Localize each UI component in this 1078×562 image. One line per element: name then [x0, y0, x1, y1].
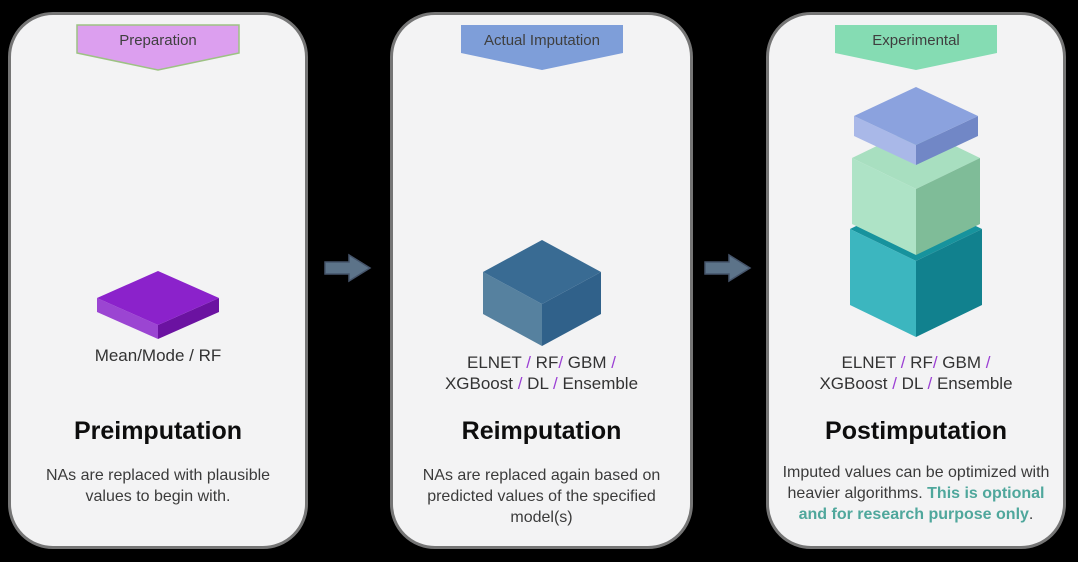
- model-list-line1: ELNET / RF/ GBM /: [467, 353, 616, 372]
- box-right-face: [158, 298, 219, 339]
- stacked-cubes-icon: [850, 87, 982, 337]
- panel-preimputation: Preparation Mean/Mode / RF Preimputation…: [8, 12, 308, 549]
- green-cube-left-face: [852, 158, 916, 255]
- blue-cube-icon: [482, 240, 601, 346]
- banner-label: Actual Imputation: [484, 32, 600, 49]
- panel-postimputation: Experimental ELNET / RF/ GBM / XGBoost / …: [766, 12, 1066, 549]
- blue-slab-right-face: [916, 116, 978, 165]
- banner-label: Preparation: [119, 32, 197, 49]
- model-list-line1: ELNET / RF/ GBM /: [841, 353, 991, 372]
- panel-description: NAs are replaced again based on predicte…: [422, 467, 661, 526]
- right-arrow-icon: [324, 253, 372, 283]
- model-list-line2: XGBoost / DL / Ensemble: [444, 374, 639, 393]
- description-period: .: [1028, 506, 1034, 523]
- model-list: Mean/Mode / RF: [94, 346, 222, 365]
- cube-right-face: [541, 272, 601, 346]
- purple-flat-box-icon: [97, 271, 219, 339]
- stage-banner-preparation: Preparation: [76, 24, 240, 71]
- panel-title: Preimputation: [73, 417, 243, 445]
- cube-top-face: [482, 240, 601, 304]
- cube-left-face: [482, 272, 542, 346]
- panel-title: Postimputation: [825, 417, 1007, 445]
- arrow-shape: [324, 253, 372, 283]
- green-cube-right-face: [916, 158, 980, 255]
- arrow-shape: [704, 253, 752, 283]
- banner-ribbon-shape: [835, 25, 997, 70]
- blue-slab-left-face: [854, 116, 916, 165]
- panel-title: Reimputation: [461, 417, 622, 445]
- panel-reimputation: Actual Imputation ELNET / RF/ GBM / XGBoo…: [390, 12, 693, 549]
- banner-ribbon-shape: [76, 24, 240, 71]
- model-list: ELNET / RF/ GBM / XGBoost / DL / Ensemble: [393, 352, 690, 394]
- stage-banner-experimental: Experimental: [835, 25, 997, 70]
- right-arrow-icon: [704, 253, 752, 283]
- box-top-face: [97, 271, 219, 325]
- stage-banner-actual-imputation: Actual Imputation: [460, 25, 623, 70]
- blue-slab-top-face: [854, 87, 978, 145]
- teal-cube-left-face: [850, 229, 916, 337]
- description-plain: Imputed values can be optimized with hea…: [782, 464, 1050, 502]
- banner-label: Experimental: [872, 32, 960, 49]
- model-list-line2: XGBoost / DL / Ensemble: [819, 374, 1013, 393]
- teal-cube-right-face: [916, 229, 982, 337]
- model-list: ELNET / RF/ GBM / XGBoost / DL / Ensemble: [769, 352, 1063, 394]
- banner-ribbon-shape: [460, 25, 623, 70]
- box-left-face: [97, 298, 158, 339]
- panel-description: NAs are replaced with plausible values t…: [45, 467, 271, 505]
- panel-description: Imputed values can be optimized with hea…: [769, 462, 1063, 525]
- description-highlight: This is optional and for research purpos…: [798, 485, 1045, 523]
